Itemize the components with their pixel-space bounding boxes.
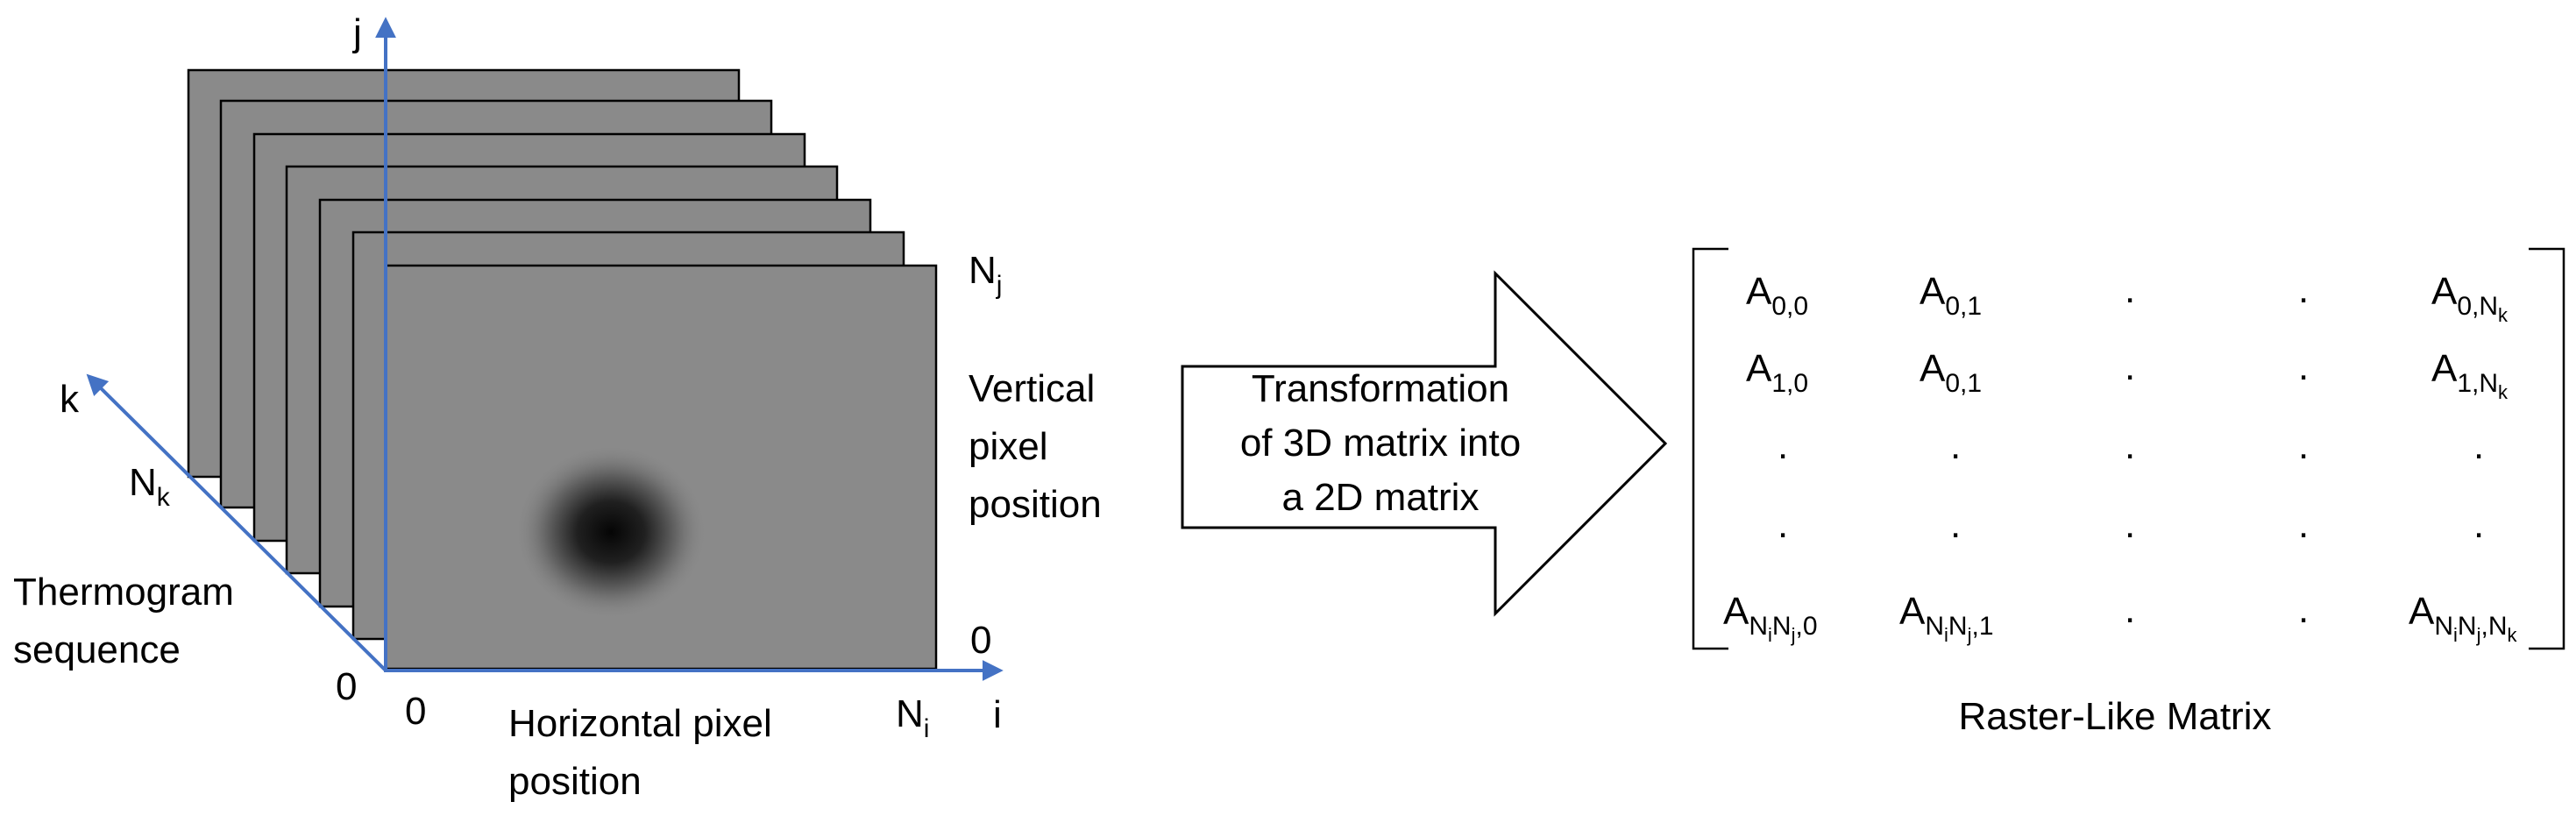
nk-label: Nk bbox=[129, 461, 171, 512]
matrix-cell-r4c0: ANiNj,0 bbox=[1723, 590, 1818, 646]
matrix-cell-r3c4: . bbox=[2473, 503, 2484, 546]
i-axis-label: i bbox=[993, 693, 1002, 736]
matrix-cell-r2c3: . bbox=[2298, 424, 2309, 467]
thermogram-label-line1: Thermogram bbox=[13, 571, 234, 614]
ni-label: Ni bbox=[896, 692, 929, 743]
matrix-cell-r4c2: . bbox=[2125, 588, 2135, 631]
transformation-arrow: Transformation of 3D matrix into a 2D ma… bbox=[1181, 270, 1668, 617]
transformation-arrow-shape bbox=[1181, 270, 1668, 617]
axes bbox=[86, 17, 1004, 681]
matrix-cell-r2c4: . bbox=[2473, 424, 2484, 467]
matrix-right-bracket bbox=[2529, 247, 2565, 650]
matrix-cell-r1c4: A1,Nk bbox=[2431, 347, 2509, 403]
nj-label: Nj bbox=[969, 249, 1002, 300]
matrix-cell-r1c2: . bbox=[2125, 345, 2135, 388]
matrix-cell-r3c3: . bbox=[2298, 503, 2309, 546]
k-axis bbox=[86, 373, 387, 672]
matrix-cell-r4c4: ANiNj,Nk bbox=[2409, 590, 2517, 646]
matrix-left-bracket bbox=[1692, 247, 1728, 650]
matrix-cell-r3c0: . bbox=[1778, 503, 1788, 546]
matrix-cell-r3c1: . bbox=[1950, 503, 1961, 546]
matrix-cell-r1c1: A0,1 bbox=[1920, 347, 1982, 398]
matrix-cell-r0c4: A0,Nk bbox=[2431, 270, 2509, 326]
vertical-label-line1: Vertical bbox=[969, 367, 1095, 410]
zero-vertical-right: 0 bbox=[970, 619, 991, 662]
hot-spot bbox=[514, 444, 707, 620]
matrix-cell-r0c2: . bbox=[2125, 268, 2135, 311]
matrix-cell-r1c3: . bbox=[2298, 345, 2309, 388]
zero-origin-bottom: 0 bbox=[405, 690, 426, 733]
matrix-cell-r4c1: ANiNj,1 bbox=[1899, 590, 1994, 646]
arrow-text-line2: of 3D matrix into bbox=[1240, 422, 1521, 465]
matrix-cell-r0c3: . bbox=[2298, 268, 2309, 311]
matrix-cell-r4c3: . bbox=[2298, 588, 2309, 631]
horizontal-label-line1: Horizontal pixel bbox=[508, 702, 772, 745]
k-axis-label: k bbox=[60, 378, 80, 421]
vertical-label-line2: pixel bbox=[969, 425, 1048, 468]
zero-origin-left: 0 bbox=[336, 665, 357, 708]
vertical-label-line3: position bbox=[969, 483, 1102, 526]
matrix-cell-r0c0: A0,0 bbox=[1746, 270, 1808, 321]
arrow-text-line1: Transformation bbox=[1252, 367, 1509, 410]
matrix: A0,0 A0,1 . . A0,Nk A1,0 A0,1 . . A1,Nk … bbox=[1692, 247, 2565, 738]
horizontal-label-line2: position bbox=[508, 760, 642, 803]
matrix-cell-r2c0: . bbox=[1778, 424, 1788, 467]
matrix-cell-r3c2: . bbox=[2125, 503, 2135, 546]
frame-stack bbox=[187, 68, 938, 671]
matrix-cell-r2c1: . bbox=[1950, 424, 1961, 467]
matrix-caption: Raster-Like Matrix bbox=[1959, 695, 2272, 738]
matrix-cell-r2c2: . bbox=[2125, 424, 2135, 467]
thermogram-label-line2: sequence bbox=[13, 628, 181, 671]
matrix-cell-r1c0: A1,0 bbox=[1746, 347, 1808, 398]
j-axis-label: j bbox=[351, 11, 362, 54]
arrow-text-line3: a 2D matrix bbox=[1282, 476, 1480, 519]
matrix-cell-r0c1: A0,1 bbox=[1920, 270, 1982, 321]
